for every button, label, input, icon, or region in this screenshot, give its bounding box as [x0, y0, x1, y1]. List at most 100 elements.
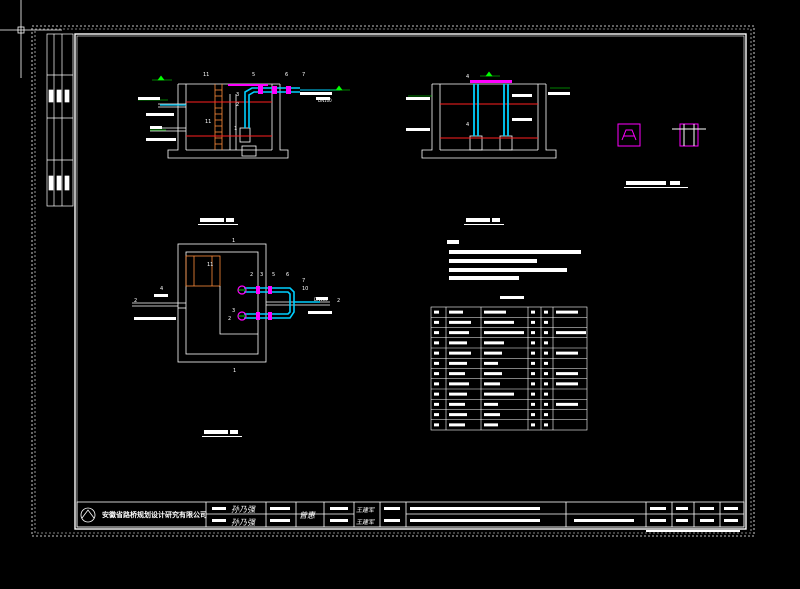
material-table-cell: [434, 320, 439, 324]
material-table-cell: [484, 402, 498, 406]
callout-a-3: 3: [236, 92, 239, 98]
risers-b: [473, 84, 509, 136]
material-table-cell: [544, 372, 548, 376]
material-table-cell: [556, 351, 578, 355]
material-table-cell: [449, 423, 465, 427]
water-levels-b: [440, 103, 538, 139]
callout-b-4b: 4: [466, 122, 469, 128]
material-table-cell: [484, 392, 514, 396]
material-table-cell: [484, 382, 500, 386]
material-table-cell: [531, 341, 535, 345]
material-table-cell: [434, 331, 439, 335]
left-binding-strip: [46, 33, 74, 207]
callout-plan-3b: 3: [232, 308, 235, 314]
material-table-cell: [544, 310, 548, 314]
callout-plan-5: 5: [272, 272, 275, 278]
plan-level-marks: [238, 289, 246, 317]
material-table-cell: [531, 413, 535, 417]
material-table-cell: [449, 331, 469, 335]
water-levels-a: [186, 101, 272, 137]
material-table-cell: [544, 361, 548, 365]
crosshair-cursor: [0, 0, 62, 78]
section-mark-bottom: 1: [233, 368, 236, 374]
material-table-cell: [544, 320, 548, 324]
material-table-cell: [449, 361, 467, 365]
fittings-b: [470, 80, 512, 83]
material-table-cell: [484, 351, 502, 355]
material-table-cell: [449, 372, 465, 376]
material-table-cell: [544, 413, 548, 417]
material-table-cell: [556, 372, 578, 376]
material-table-cell: [434, 372, 439, 376]
level-marks-b: [408, 71, 570, 97]
section-mark-left: 2: [134, 298, 137, 304]
material-table-cell: [434, 392, 439, 396]
material-table-cell: [544, 382, 548, 386]
callout-plan-11: 11: [207, 262, 213, 268]
section-marks: 1 1 2 2: [134, 238, 340, 374]
callout-a-1: 1: [234, 126, 237, 132]
material-table-cell: [449, 382, 469, 386]
material-table-cell: [484, 361, 498, 365]
callout-plan-2b: 2: [228, 316, 231, 322]
material-table-cell: [531, 423, 535, 427]
section-b-text-bars: [406, 92, 570, 131]
material-table-cell: [484, 331, 524, 335]
section-a-text-bars: [138, 92, 332, 141]
callouts-a: 11 1 2 3 5 6 7 11 DN100: [203, 72, 332, 132]
pump-symbol-icon: [617, 123, 641, 147]
material-table-cell: [556, 331, 586, 335]
callout-plan-3: 3: [260, 272, 263, 278]
material-table-cell: [434, 341, 439, 345]
material-table-cell: [434, 361, 439, 365]
callout-a-2: 2: [236, 102, 239, 108]
section-mark-top: 1: [232, 238, 235, 244]
material-table-cell: [544, 351, 548, 355]
company-name: 安徽省路桥规划设计研究有限公司: [102, 510, 207, 519]
material-table-cell: [484, 310, 506, 314]
material-table-cell: [484, 320, 514, 324]
signature-1: 孙乃强: [231, 505, 256, 514]
callout-plan-10: 10: [302, 286, 308, 292]
material-table-cell: [556, 402, 578, 406]
signature-2: 孙乃强: [231, 518, 256, 527]
material-table-cell: [544, 341, 548, 345]
callout-plan-2: 2: [250, 272, 253, 278]
material-table-cell: [434, 310, 439, 314]
material-table-cell: [531, 372, 535, 376]
material-table-cell: [484, 423, 498, 427]
material-table-cell: [556, 382, 578, 386]
material-table-cell: [531, 351, 535, 355]
material-table-cell: [434, 413, 439, 417]
plan-callouts: 11 2 3 5 6 7 10 3 2 4 DN100: [160, 262, 328, 322]
material-table-cell: [484, 413, 500, 417]
section-a-elevation: [150, 83, 289, 159]
plan-text-bars: [134, 294, 332, 320]
signature-3: 曾惠: [299, 511, 316, 520]
sheet-border-inner-dashed: [34, 28, 752, 534]
material-table-cell: [449, 402, 465, 406]
section-mark-right: 2: [337, 298, 340, 304]
callout-a-5: 5: [252, 72, 255, 78]
sheet-border-outer: [31, 25, 755, 537]
title-block: [76, 501, 745, 528]
title-block-bars: [212, 507, 740, 532]
signature-5: 王建军: [356, 518, 375, 526]
material-table-cell: [449, 351, 471, 355]
plan-fittings: [237, 285, 272, 321]
callout-plan-7: 7: [302, 278, 305, 284]
material-table-cell: [531, 382, 535, 386]
callout-a-11b: 11: [205, 119, 211, 125]
callout-plan-6: 6: [286, 272, 289, 278]
material-table-cell: [484, 341, 504, 345]
material-table-cell: [556, 310, 578, 314]
pipe-tag-plan: DN100: [314, 297, 328, 302]
material-table-cell: [434, 351, 439, 355]
symbol-caption: [624, 181, 688, 188]
material-table-cell: [544, 423, 548, 427]
material-table-cell: [531, 310, 535, 314]
material-table-cell: [544, 402, 548, 406]
material-table-cell: [449, 413, 467, 417]
material-table-cell: [531, 320, 535, 324]
